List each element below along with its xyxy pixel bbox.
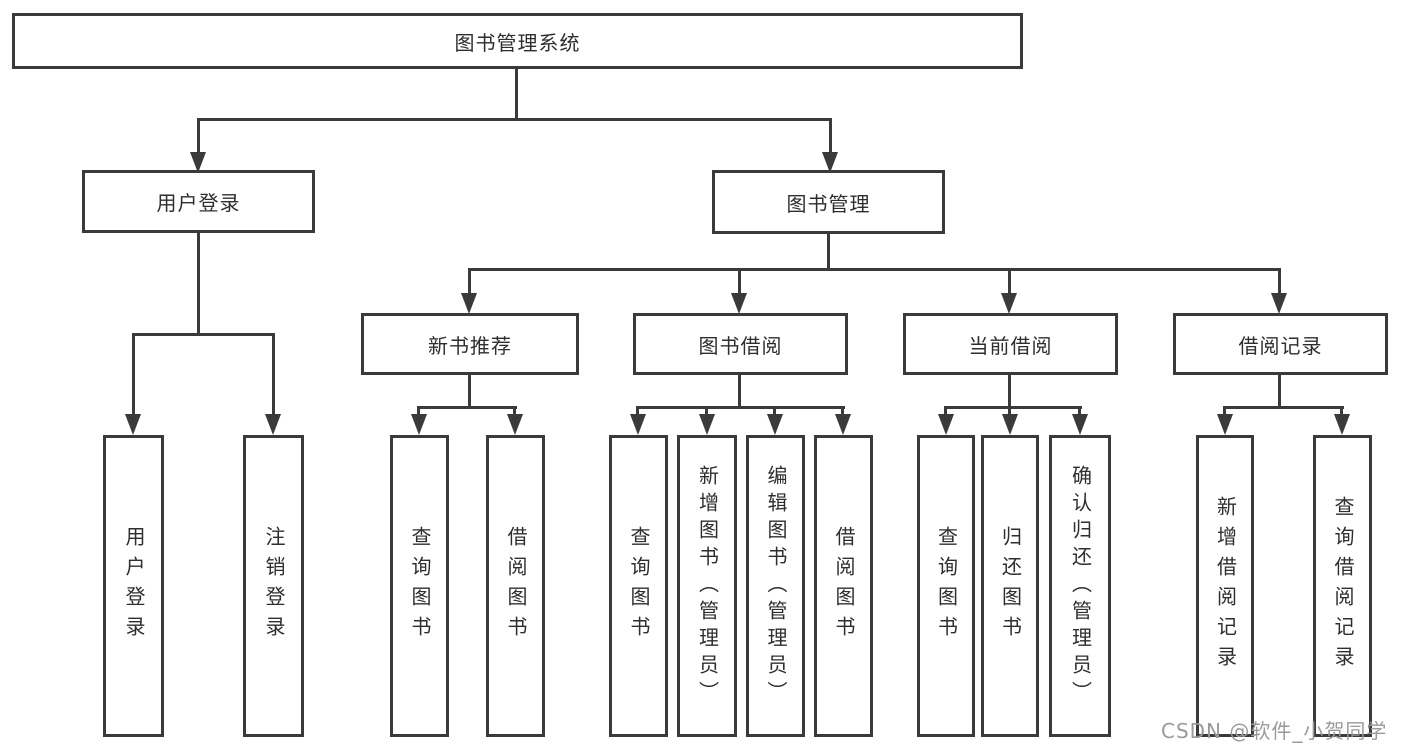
arrow-down-icon [699,414,715,435]
box-book-management: 图书管理 [712,170,945,234]
connector-line [705,409,708,416]
connector-line [1223,409,1226,416]
connector-line [417,409,420,416]
arrow-down-icon [411,414,427,435]
box-label: 图书管理系统 [454,30,581,55]
box-leaf-borrow-borrow-books: 借阅图书 [814,435,873,737]
box-book-borrowing: 图书借阅 [633,313,848,375]
arrow-down-icon [1072,414,1088,435]
connector-line [1008,271,1011,294]
box-leaf-borrow-query-books: 查询图书 [609,435,668,737]
arrow-down-icon [125,414,141,435]
box-label: 新书推荐 [428,333,512,358]
arrow-down-icon [1334,414,1350,435]
box-leaf-borrow-edit-books-admin: 编辑图书（管理员） [746,435,805,737]
box-label: 当前借阅 [968,333,1053,358]
box-label: 新增借阅记录 [1213,496,1238,676]
connector-line [515,68,518,120]
connector-line [468,268,1281,271]
arrow-down-icon [767,414,783,435]
box-new-book-recommendation: 新书推荐 [361,313,579,375]
box-label: 借阅图书 [832,526,856,646]
box-label: 查询图书 [627,526,651,646]
arrow-down-icon [1271,293,1287,314]
box-label: 图书管理 [786,191,871,216]
arrow-down-icon [461,293,477,314]
box-leaf-records-query-record: 查询借阅记录 [1313,435,1372,737]
connector-line [944,406,1082,409]
box-label: 借阅图书 [504,526,528,646]
box-label: 归还图书 [998,526,1023,646]
box-label: 查询图书 [934,526,959,646]
connector-line [1278,271,1281,294]
box-leaf-current-return-books: 归还图书 [981,435,1039,737]
box-leaf-records-add-record: 新增借阅记录 [1196,435,1254,737]
connector-line [132,333,275,336]
box-label: 查询图书 [408,526,432,646]
box-current-borrowing: 当前借阅 [903,313,1118,375]
connector-line [1340,409,1343,416]
watermark-text: CSDN @软件_小贺同学 [1161,719,1388,743]
connector-line [197,120,200,154]
box-label: 用户登录 [156,191,241,215]
arrow-down-icon [190,152,206,173]
connector-line [272,336,275,415]
arrow-down-icon [1002,414,1018,435]
arrow-down-icon [731,293,747,314]
connector-line [944,409,947,416]
connector-line [468,375,471,408]
box-leaf-borrow-add-books-admin: 新增图书（管理员） [677,435,737,737]
box-leaf-current-query-books: 查询图书 [917,435,975,737]
connector-line [197,118,832,121]
connector-line [197,233,200,336]
box-label: 编辑图书（管理员） [764,464,788,708]
connector-line [1008,375,1011,408]
box-label: 确认归还（管理员） [1068,464,1093,708]
box-leaf-current-confirm-return-admin: 确认归还（管理员） [1049,435,1111,737]
box-leaf-recommend-borrow-books: 借阅图书 [486,435,545,737]
box-user-login: 用户登录 [82,170,315,233]
box-leaf-logout: 注销登录 [243,435,304,737]
connector-line [829,120,832,154]
arrow-down-icon [1217,414,1233,435]
arrow-down-icon [265,414,281,435]
connector-line [1278,375,1281,408]
box-label: 注销登录 [262,526,286,646]
arrow-down-icon [507,414,523,435]
connector-line [738,375,741,408]
arrow-down-icon [822,152,838,173]
box-label: 借阅记录 [1238,333,1323,358]
box-leaf-recommend-query-books: 查询图书 [390,435,449,737]
connector-line [1078,409,1081,416]
box-leaf-user-login: 用户登录 [103,435,164,737]
connector-line [636,406,845,409]
connector-line [1008,409,1011,416]
connector-line [827,234,830,270]
connector-line [132,336,135,415]
box-label: 新增图书（管理员） [695,464,720,708]
box-label: 用户登录 [122,526,146,646]
connector-line [738,271,741,294]
connector-line [468,271,471,294]
arrow-down-icon [1001,293,1017,314]
connector-line [513,409,516,416]
connector-line [417,406,517,409]
arrow-down-icon [835,414,851,435]
box-borrowing-records: 借阅记录 [1173,313,1388,375]
box-library-management-system: 图书管理系统 [12,13,1023,69]
connector-line [773,409,776,416]
box-label: 图书借阅 [698,333,783,358]
connector-line [1223,406,1344,409]
connector-line [636,409,639,416]
box-label: 查询借阅记录 [1331,496,1355,676]
connector-line [841,409,844,416]
arrow-down-icon [630,414,646,435]
arrow-down-icon [938,414,954,435]
